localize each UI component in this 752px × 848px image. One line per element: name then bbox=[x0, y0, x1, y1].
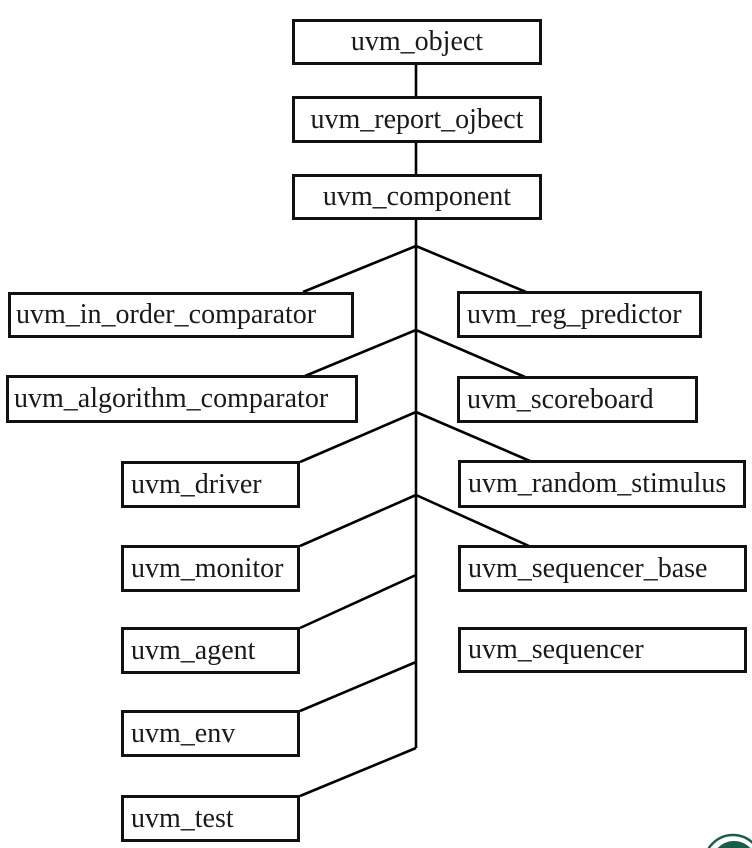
node-uvm-driver: uvm_driver bbox=[121, 461, 300, 508]
node-uvm-report-ojbect: uvm_report_ojbect bbox=[292, 96, 542, 143]
corner-logo-partial-circle-icon bbox=[707, 833, 752, 848]
edge-component-driver bbox=[299, 410, 417, 464]
edge-component-agent bbox=[299, 573, 417, 630]
edge-component-in-order-comparator bbox=[302, 244, 417, 294]
node-uvm-component: uvm_component bbox=[292, 174, 542, 220]
edge-component-reg-predictor bbox=[415, 244, 527, 294]
node-uvm-agent: uvm_agent bbox=[121, 627, 300, 674]
node-uvm-monitor: uvm_monitor bbox=[121, 545, 300, 592]
node-uvm-in-order-comparator: uvm_in_order_comparator bbox=[8, 292, 354, 338]
node-uvm-algorithm-comparator: uvm_algorithm_comparator bbox=[6, 375, 358, 423]
node-uvm-test: uvm_test bbox=[121, 795, 300, 842]
node-uvm-sequencer: uvm_sequencer bbox=[458, 627, 747, 673]
edge-component-test bbox=[299, 746, 417, 798]
edge-component-scoreboard bbox=[415, 328, 526, 379]
node-uvm-env: uvm_env bbox=[121, 710, 300, 757]
node-uvm-object: uvm_object bbox=[292, 19, 542, 65]
edge-component-algorithm-comparator bbox=[304, 328, 417, 378]
node-uvm-sequencer-base: uvm_sequencer_base bbox=[458, 545, 747, 592]
edge-component-random-stimulus bbox=[415, 410, 531, 463]
node-uvm-reg-predictor: uvm_reg_predictor bbox=[457, 291, 702, 338]
edge-component-monitor bbox=[299, 493, 417, 548]
edge-component-env bbox=[299, 660, 417, 713]
node-uvm-random-stimulus: uvm_random_stimulus bbox=[458, 460, 746, 508]
edge-component-sequencer-base bbox=[415, 493, 530, 548]
node-uvm-scoreboard: uvm_scoreboard bbox=[457, 376, 698, 423]
